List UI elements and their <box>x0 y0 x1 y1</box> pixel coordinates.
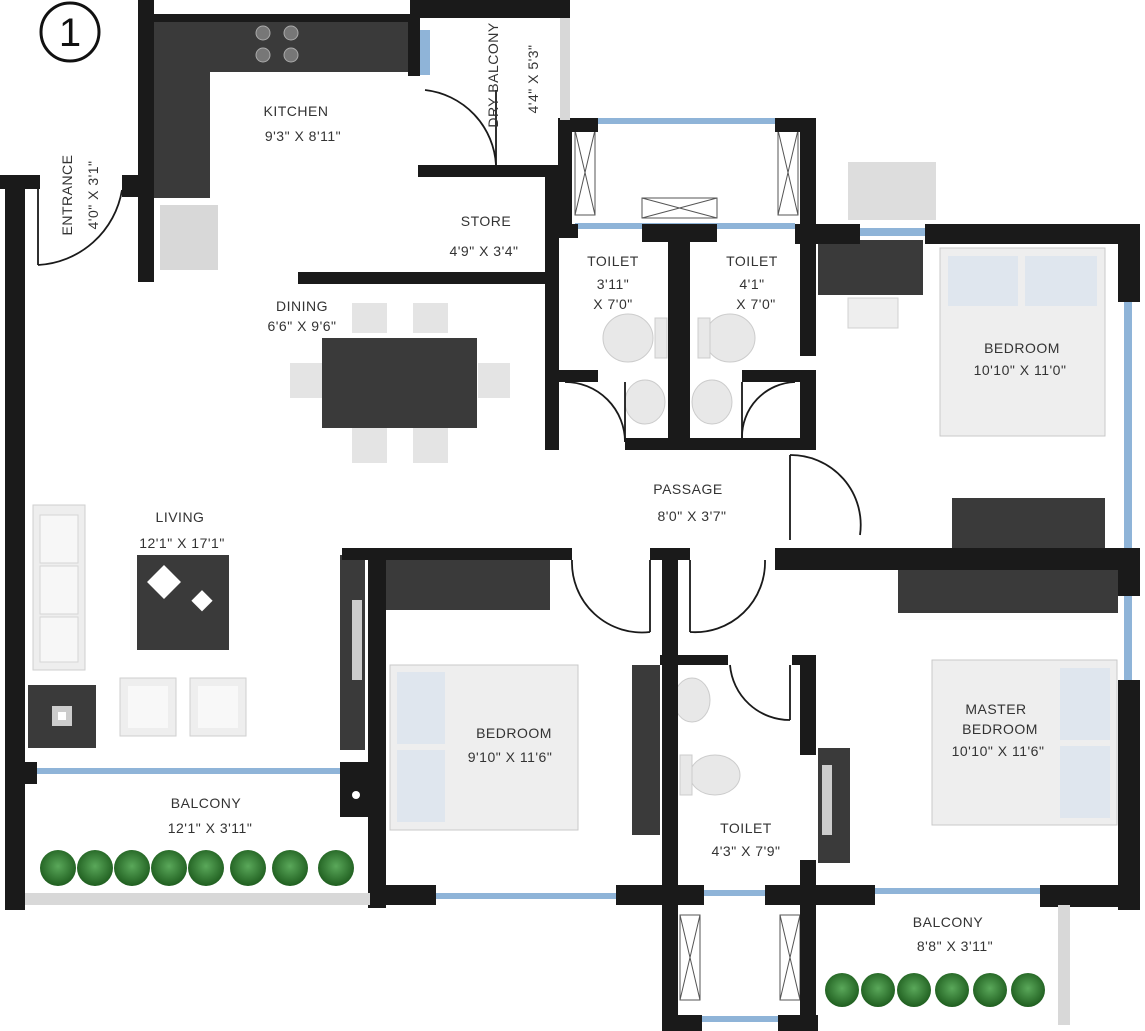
toilet-fixtures-lower <box>673 677 741 796</box>
room-bedroom: BEDROOM 9'10" X 11'6" <box>468 725 553 765</box>
room-size: 12'1" X 17'1" <box>139 535 225 551</box>
side-table <box>28 685 96 748</box>
armchairs <box>119 677 247 737</box>
room-dry-balcony: DRY BALCONY 4'4" X 5'3" <box>485 22 541 128</box>
room-passage: PASSAGE 8'0" X 3'7" <box>653 481 726 524</box>
room-name: LIVING <box>156 509 205 525</box>
room-bedroom-top-right: BEDROOM 10'10" X 11'0" <box>974 340 1067 378</box>
plants-balcony-right <box>825 973 1045 1007</box>
room-name: MASTER <box>965 701 1026 717</box>
balcony-rails <box>25 18 1070 1025</box>
room-name: ENTRANCE <box>59 154 75 235</box>
desk-top-right <box>818 162 936 329</box>
sofa <box>32 504 86 671</box>
room-toilet-3: TOILET 4'3" X 7'9" <box>711 820 780 859</box>
room-size-line2: X 7'0" <box>736 296 775 312</box>
room-name: BEDROOM <box>984 340 1060 356</box>
room-toilet-1: TOILET 3'11" X 7'0" <box>587 253 639 312</box>
room-name: KITCHEN <box>264 103 329 119</box>
room-size: 6'6" X 9'6" <box>267 318 336 334</box>
room-size: 10'10" X 11'0" <box>974 362 1067 378</box>
bed-top-right <box>939 247 1106 437</box>
room-size: 4'9" X 3'4" <box>449 243 518 259</box>
wardrobe-bedroom <box>385 560 550 610</box>
room-size-line1: 4'1" <box>739 276 764 292</box>
room-kitchen: KITCHEN 9'3" X 8'11" <box>264 103 341 144</box>
room-size: 9'10" X 11'6" <box>468 749 553 765</box>
room-name: PASSAGE <box>653 481 722 497</box>
room-size: 12'1" X 3'11" <box>168 820 253 836</box>
room-size: 4'0" X 3'1" <box>85 160 101 229</box>
utility-shaft-lower <box>679 914 801 1001</box>
wardrobe-top-right <box>952 498 1105 548</box>
unit-number: 1 <box>59 11 81 55</box>
room-name: TOILET <box>720 820 772 836</box>
room-size-line1: 3'11" <box>597 276 629 292</box>
room-name: TOILET <box>587 253 639 269</box>
kitchen-counter <box>152 22 412 270</box>
room-name: DINING <box>276 298 328 314</box>
wardrobe-master <box>898 565 1118 613</box>
plants-balcony-left <box>40 850 354 886</box>
room-name: DRY BALCONY <box>485 22 501 128</box>
room-entrance: ENTRANCE 4'0" X 3'1" <box>59 154 101 235</box>
room-name: BALCONY <box>913 914 984 930</box>
room-name: BEDROOM <box>476 725 552 741</box>
room-dining: DINING 6'6" X 9'6" <box>267 298 336 334</box>
column-dot <box>352 791 360 799</box>
room-name: TOILET <box>726 253 778 269</box>
room-name: STORE <box>461 213 511 229</box>
toilet-lower-counter <box>632 665 660 835</box>
room-size: 8'0" X 3'7" <box>657 508 726 524</box>
utility-shaft <box>574 129 799 219</box>
stove-icon <box>255 25 299 63</box>
dining-table <box>290 303 510 463</box>
bed-master <box>931 659 1118 826</box>
room-size: 4'4" X 5'3" <box>525 44 541 113</box>
room-store: STORE 4'9" X 3'4" <box>449 213 518 259</box>
room-size: 10'10" X 11'6" <box>952 743 1045 759</box>
door-swings <box>37 89 862 721</box>
toilet-fixtures-upper <box>602 313 756 425</box>
unit-number-badge: 1 <box>39 1 101 63</box>
room-size-line2: X 7'0" <box>593 296 632 312</box>
room-name: BALCONY <box>171 795 242 811</box>
room-balcony-left: BALCONY 12'1" X 3'11" <box>168 795 253 836</box>
tv-unit-bedroom <box>340 555 365 750</box>
tv-unit-master <box>818 748 850 863</box>
rug <box>137 555 229 650</box>
bed-bedroom <box>389 664 579 831</box>
room-size: 4'3" X 7'9" <box>711 843 780 859</box>
room-name-line2: BEDROOM <box>962 721 1038 737</box>
room-living: LIVING 12'1" X 17'1" <box>139 509 225 551</box>
room-size: 8'8" X 3'11" <box>917 938 993 954</box>
room-master-bedroom: MASTER BEDROOM 10'10" X 11'6" <box>952 701 1045 759</box>
kitchen-window <box>418 30 430 75</box>
room-toilet-2: TOILET 4'1" X 7'0" <box>726 253 778 312</box>
room-size: 9'3" X 8'11" <box>265 128 341 144</box>
room-balcony-right: BALCONY 8'8" X 3'11" <box>913 914 993 954</box>
